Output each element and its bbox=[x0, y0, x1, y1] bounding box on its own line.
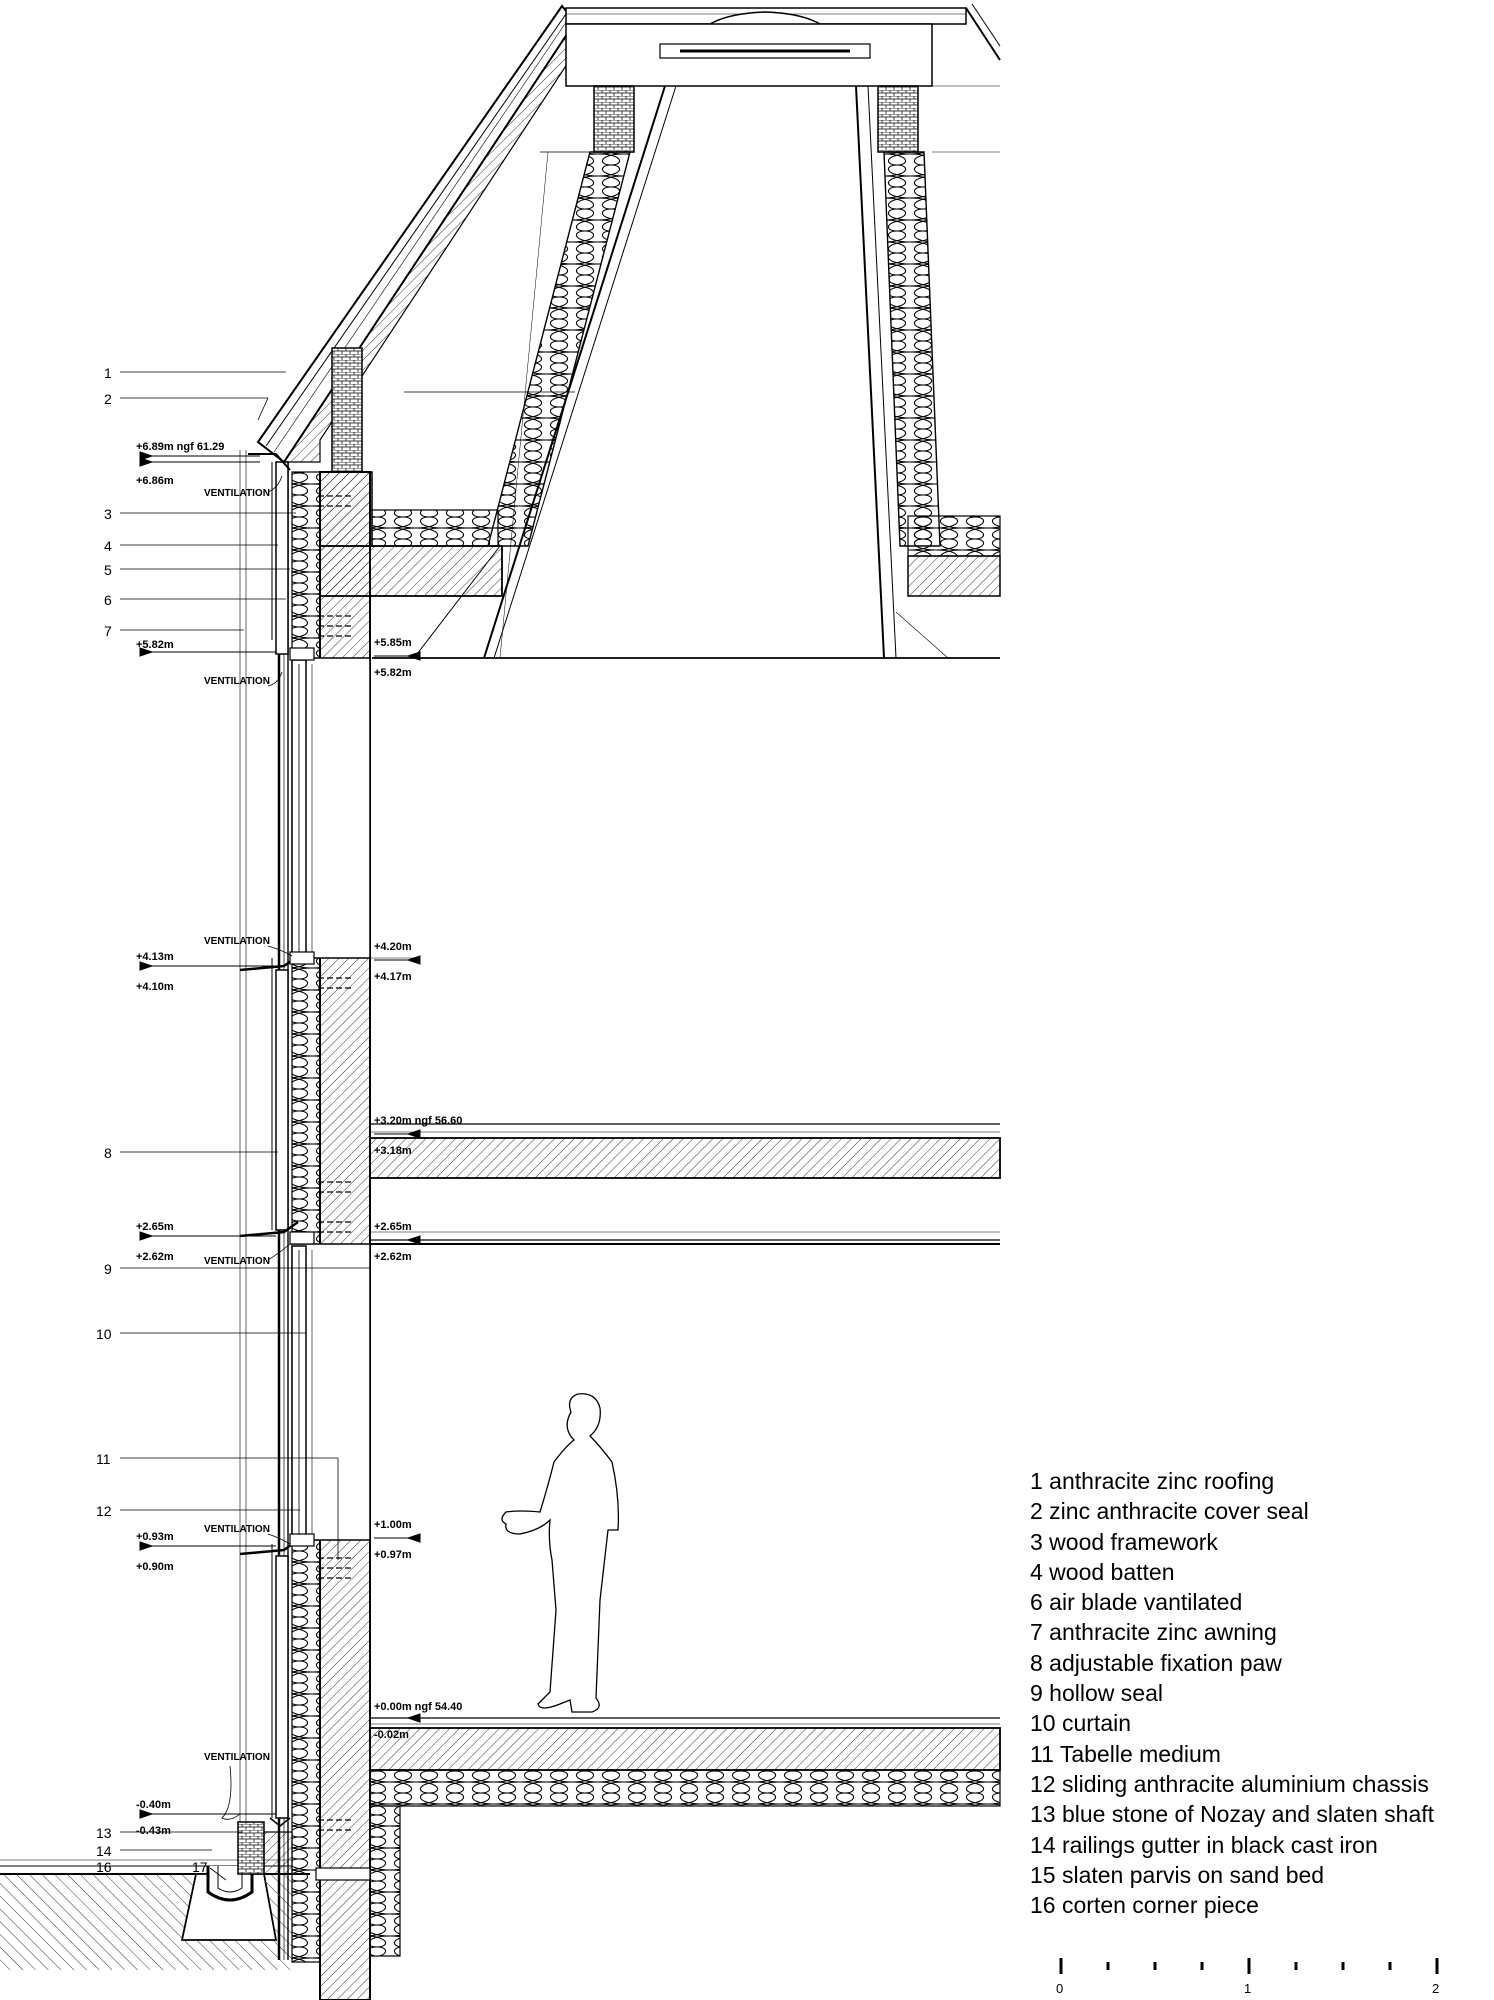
level-582-left: +5.82m bbox=[136, 639, 174, 651]
level-582-right: +5.82m bbox=[374, 667, 412, 679]
skylight-curb-right bbox=[877, 85, 919, 153]
brick-chimney bbox=[331, 347, 363, 473]
awning-2 bbox=[239, 1220, 299, 1238]
level-262-left: +2.62m bbox=[136, 1251, 174, 1263]
ventilation-label-4: VENTILATION bbox=[204, 1256, 270, 1267]
awning-3 bbox=[239, 1538, 299, 1556]
legend: 1 anthracite zinc roofing 2 zinc anthrac… bbox=[1030, 1466, 1490, 1920]
callout-9: 9 bbox=[104, 1261, 112, 1277]
level-100: +1.00m bbox=[374, 1519, 412, 1531]
level-265-right: +2.65m bbox=[374, 1221, 412, 1233]
ventilation-label-1: VENTILATION bbox=[204, 488, 270, 499]
legend-item-14: 14 railings gutter in black cast iron bbox=[1030, 1831, 1378, 1858]
callout-17: 17 bbox=[192, 1859, 208, 1875]
legend-item-11: 11 Tabelle medium bbox=[1030, 1740, 1221, 1767]
awning-1 bbox=[239, 954, 299, 972]
awning-top bbox=[248, 453, 291, 471]
roof-insulation-right bbox=[907, 515, 1001, 557]
legend-item-1: 1 anthracite zinc roofing bbox=[1030, 1468, 1275, 1494]
shaft-insulation-left bbox=[487, 151, 631, 547]
scale-bar: 0 1 2 bbox=[1056, 1958, 1439, 1996]
callout-3: 3 bbox=[104, 506, 112, 522]
callout-5: 5 bbox=[104, 562, 112, 578]
ground bbox=[0, 1821, 371, 1970]
legend-item-3: 3 wood framework bbox=[1030, 1528, 1218, 1555]
callout-16: 16 bbox=[96, 1859, 112, 1875]
level-roof-ridge: +6.89m ngf 61.29 bbox=[136, 441, 224, 453]
scale-label-2: 2 bbox=[1432, 1981, 1439, 1996]
callout-6: 6 bbox=[104, 592, 112, 608]
scale-label-1: 1 bbox=[1244, 1981, 1251, 1996]
level-413: +4.13m bbox=[136, 951, 174, 963]
level-420: +4.20m bbox=[374, 941, 412, 953]
legend-item-13: 13 blue stone of Nozay and slaten shaft bbox=[1030, 1801, 1435, 1828]
level-585: +5.85m bbox=[374, 637, 412, 649]
level-roof-under: +6.86m bbox=[136, 475, 174, 487]
legend-item-8: 8 adjustable fixation paw bbox=[1030, 1649, 1282, 1676]
wall bbox=[283, 347, 371, 2000]
ventilation-label-6: VENTILATION bbox=[204, 1752, 270, 1763]
level-043: -0.43m bbox=[136, 1825, 171, 1837]
ventilation-label-3: VENTILATION bbox=[204, 936, 270, 947]
level-417: +4.17m bbox=[374, 971, 412, 983]
level-090: +0.90m bbox=[136, 1561, 174, 1573]
cladding bbox=[239, 450, 352, 1960]
level-097: +0.97m bbox=[374, 1549, 412, 1561]
drip-edge bbox=[269, 1817, 291, 1827]
level-410: +4.10m bbox=[136, 981, 174, 993]
legend-item-16: 16 corten corner piece bbox=[1030, 1892, 1259, 1919]
level-262-right: +2.62m bbox=[374, 1251, 412, 1263]
callout-10: 10 bbox=[96, 1326, 112, 1342]
skylight-curb-left bbox=[593, 85, 635, 153]
callout-11: 11 bbox=[96, 1451, 111, 1467]
scale-label-0: 0 bbox=[1056, 1981, 1063, 1996]
callout-numbers: 1 2 3 4 5 6 7 8 9 10 11 12 13 14 16 17 bbox=[96, 365, 208, 1875]
legend-item-7: 7 anthracite zinc awning bbox=[1030, 1619, 1277, 1646]
ventilation-labels: VENTILATION VENTILATION VENTILATION VENT… bbox=[204, 475, 293, 1820]
blue-stone-base bbox=[237, 1821, 265, 1875]
callout-14: 14 bbox=[96, 1843, 112, 1859]
legend-item-12: 12 sliding anthracite aluminium chassis bbox=[1030, 1770, 1429, 1797]
legend-item-15: 15 slaten parvis on sand bed bbox=[1030, 1861, 1325, 1888]
level-265-left: +2.65m bbox=[136, 1221, 174, 1233]
zinc-panel-low bbox=[275, 1555, 289, 1819]
level-002: -0.02m bbox=[374, 1729, 409, 1741]
zinc-panel-mid bbox=[275, 969, 289, 1231]
legend-item-4: 4 wood batten bbox=[1030, 1558, 1175, 1585]
legend-item-10: 10 curtain bbox=[1030, 1710, 1132, 1737]
legend-item-6: 6 air blade vantilated bbox=[1030, 1589, 1243, 1616]
ventilation-label-2: VENTILATION bbox=[204, 676, 270, 687]
callout-7: 7 bbox=[104, 623, 112, 639]
level-arrows bbox=[139, 451, 421, 1819]
ventilation-label-5: VENTILATION bbox=[204, 1524, 270, 1535]
callout-1: 1 bbox=[104, 365, 112, 381]
floors bbox=[369, 957, 1001, 1957]
callout-2: 2 bbox=[104, 391, 112, 407]
level-318: +3.18m bbox=[374, 1145, 412, 1157]
callout-12: 12 bbox=[96, 1503, 112, 1519]
roof-insulation-left bbox=[371, 509, 499, 547]
callout-4: 4 bbox=[104, 538, 112, 554]
level-320: +3.20m ngf 56.60 bbox=[374, 1115, 462, 1127]
slab-insulation bbox=[369, 1769, 1001, 1807]
shaft-insulation-right bbox=[883, 151, 941, 547]
leader-lines bbox=[120, 151, 630, 1881]
ground-floor-slab bbox=[369, 1727, 1001, 1771]
intermediate-floor-slab bbox=[369, 1137, 1001, 1179]
human-figure bbox=[501, 1393, 620, 1713]
level-040: -0.40m bbox=[136, 1799, 171, 1811]
level-093: +0.93m bbox=[136, 1531, 174, 1543]
zinc-panel-top bbox=[275, 461, 289, 655]
level-texts: +6.89m ngf 61.29 +6.86m +5.82m +5.85m +5… bbox=[136, 441, 462, 1837]
callout-8: 8 bbox=[104, 1145, 112, 1161]
legend-item-2: 2 zinc anthracite cover seal bbox=[1030, 1498, 1309, 1525]
legend-item-9: 9 hollow seal bbox=[1030, 1680, 1163, 1707]
callout-13: 13 bbox=[96, 1825, 112, 1841]
level-000: +0.00m ngf 54.40 bbox=[374, 1701, 462, 1713]
foundation-insulation bbox=[369, 1805, 401, 1957]
